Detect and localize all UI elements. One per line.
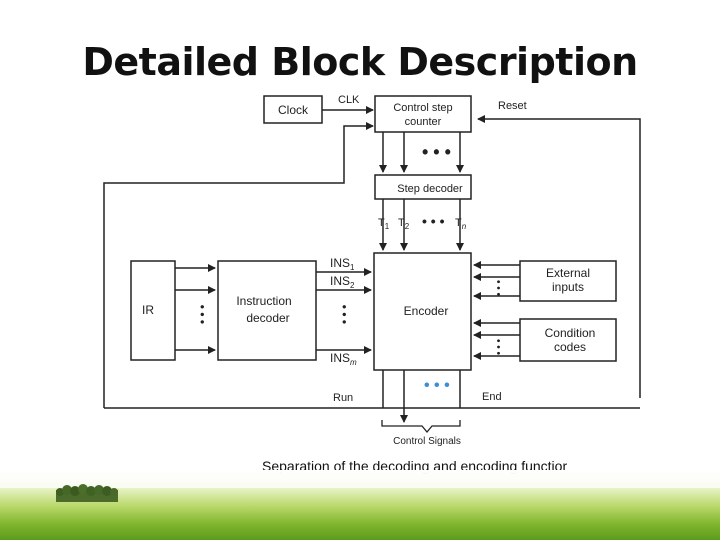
external-label-line1: External [546, 266, 590, 280]
reset-label: Reset [498, 100, 527, 112]
tree-line-decoration [56, 484, 118, 504]
end-label: End [482, 391, 502, 403]
ir-label: IR [142, 303, 154, 317]
control-signals-brace [382, 420, 460, 432]
ins1-label: INS1 [330, 256, 355, 272]
condition-label-line1: Condition [545, 326, 596, 340]
counter-label-line2: counter [405, 116, 442, 128]
t1-label: T1 [378, 217, 390, 231]
external-label-line2: inputs [552, 280, 584, 294]
t-ellipsis: • • • [422, 213, 445, 229]
condition-label-line2: codes [554, 340, 586, 354]
ir-ellipsis: • • • [195, 305, 209, 324]
instr-label-line2: decoder [246, 311, 289, 325]
insm-label: INSm [330, 351, 357, 367]
encoder-label: Encoder [404, 304, 449, 318]
condition-ellipsis: • • • [494, 338, 505, 355]
counter-ellipsis: • • • [422, 142, 451, 162]
step-decoder-label: Step decoder [397, 183, 463, 195]
control-signals-label: Control Signals [393, 436, 461, 447]
external-ellipsis: • • • [494, 279, 505, 296]
output-ellipsis: • • • [424, 377, 450, 394]
clk-label: CLK [338, 94, 360, 106]
clock-label: Clock [278, 103, 309, 117]
ins-ellipsis: • • • [337, 305, 351, 324]
counter-label-line1: Control step [393, 102, 452, 114]
run-label: Run [333, 392, 353, 404]
ins2-label: INS2 [330, 274, 355, 290]
instr-label-line1: Instruction [236, 294, 291, 308]
tn-label: Tn [455, 217, 467, 231]
